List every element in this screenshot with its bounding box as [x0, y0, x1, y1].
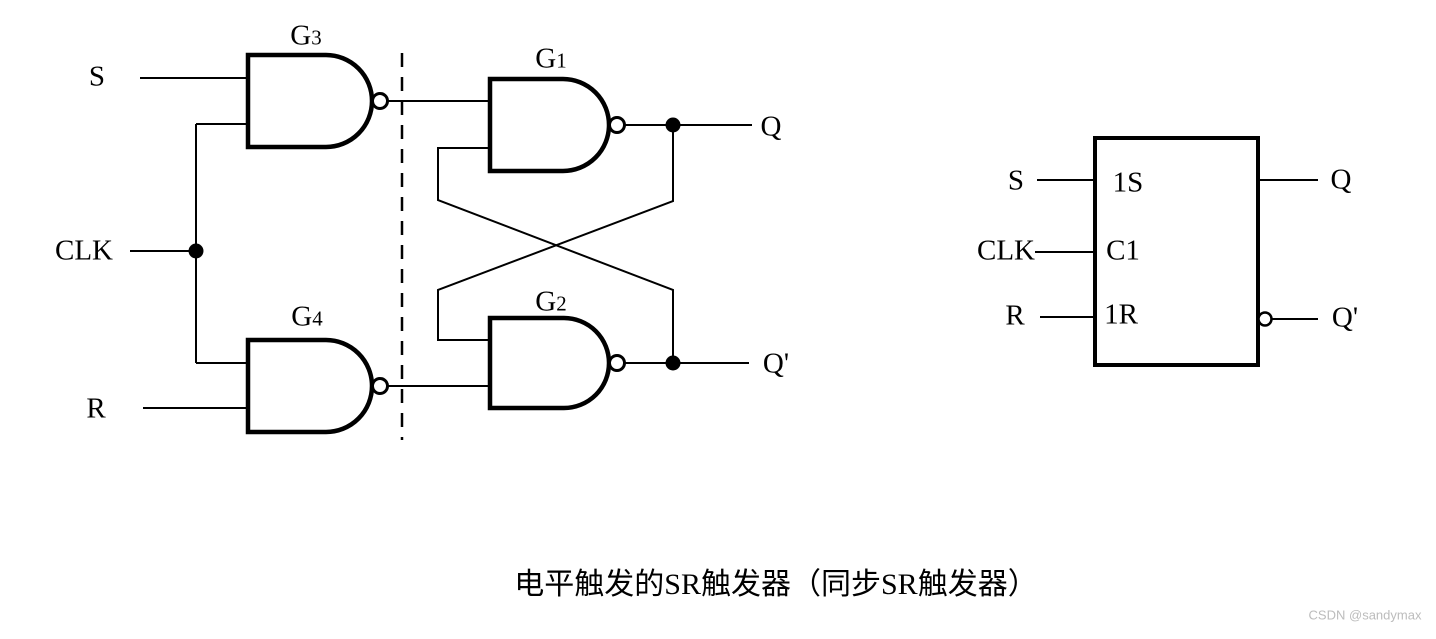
- inversion-bubbles: [371, 92, 626, 395]
- block-pin-c1-label: C1: [1106, 234, 1140, 267]
- csdn-watermark: CSDN @sandymax: [1308, 607, 1422, 623]
- block-input-s-label: S: [1007, 164, 1025, 197]
- bubble-g1: [608, 116, 626, 134]
- block-input-r-label: R: [1005, 299, 1025, 332]
- circuit-output-qn-label: Q': [762, 347, 790, 380]
- junction-clk: [188, 243, 204, 259]
- junction-q: [665, 117, 681, 133]
- gate-label-g1-base: G: [535, 42, 557, 75]
- gate-label-g2: G2: [535, 285, 567, 318]
- gate-label-g4-base: G: [291, 300, 313, 333]
- nand-gate-bodies: [245, 52, 612, 435]
- circuit-input-clk-label: CLK: [55, 234, 113, 267]
- gate-label-g4: G4: [291, 300, 323, 333]
- bubble-g3: [371, 92, 389, 110]
- junction-dots: [188, 117, 681, 371]
- junction-qn: [665, 355, 681, 371]
- block-pin-1r-label: 1R: [1104, 298, 1138, 331]
- circuit-output-q-label: Q: [760, 110, 782, 143]
- nand-gate-g4: [245, 337, 375, 435]
- circuit-input-s-label: S: [88, 60, 106, 93]
- circuit-input-r-label: R: [86, 392, 106, 425]
- block-pin-1s-label: 1S: [1112, 166, 1144, 199]
- wire-qn-crosscouple-to-g1: [437, 147, 674, 363]
- gate-label-g2-base: G: [535, 285, 557, 318]
- block-input-clk-label: CLK: [977, 234, 1035, 267]
- nand-gate-g3: [245, 52, 375, 150]
- wire-q-crosscouple-to-g2: [437, 125, 674, 341]
- gate-label-g1-sub: 1: [556, 48, 567, 73]
- wires: [130, 77, 752, 409]
- gate-label-g3: G3: [290, 19, 322, 52]
- figure-caption: 电平触发的SR触发器（同步SR触发器）: [514, 568, 1038, 601]
- bubble-g4: [371, 377, 389, 395]
- nand-gate-g2: [487, 315, 612, 411]
- gate-label-g4-sub: 4: [312, 306, 323, 331]
- block-bubble-qn: [1257, 311, 1273, 327]
- gate-label-g2-sub: 2: [556, 291, 567, 316]
- bubble-g2: [608, 354, 626, 372]
- nand-gate-g1: [487, 76, 612, 174]
- gate-label-g3-base: G: [290, 19, 312, 52]
- block-output-q-label: Q: [1330, 163, 1352, 196]
- block-output-qn-label: Q': [1331, 301, 1359, 334]
- gate-label-g3-sub: 3: [311, 25, 322, 50]
- block-symbol-wires: [1035, 179, 1318, 320]
- gate-label-g1: G1: [535, 42, 567, 75]
